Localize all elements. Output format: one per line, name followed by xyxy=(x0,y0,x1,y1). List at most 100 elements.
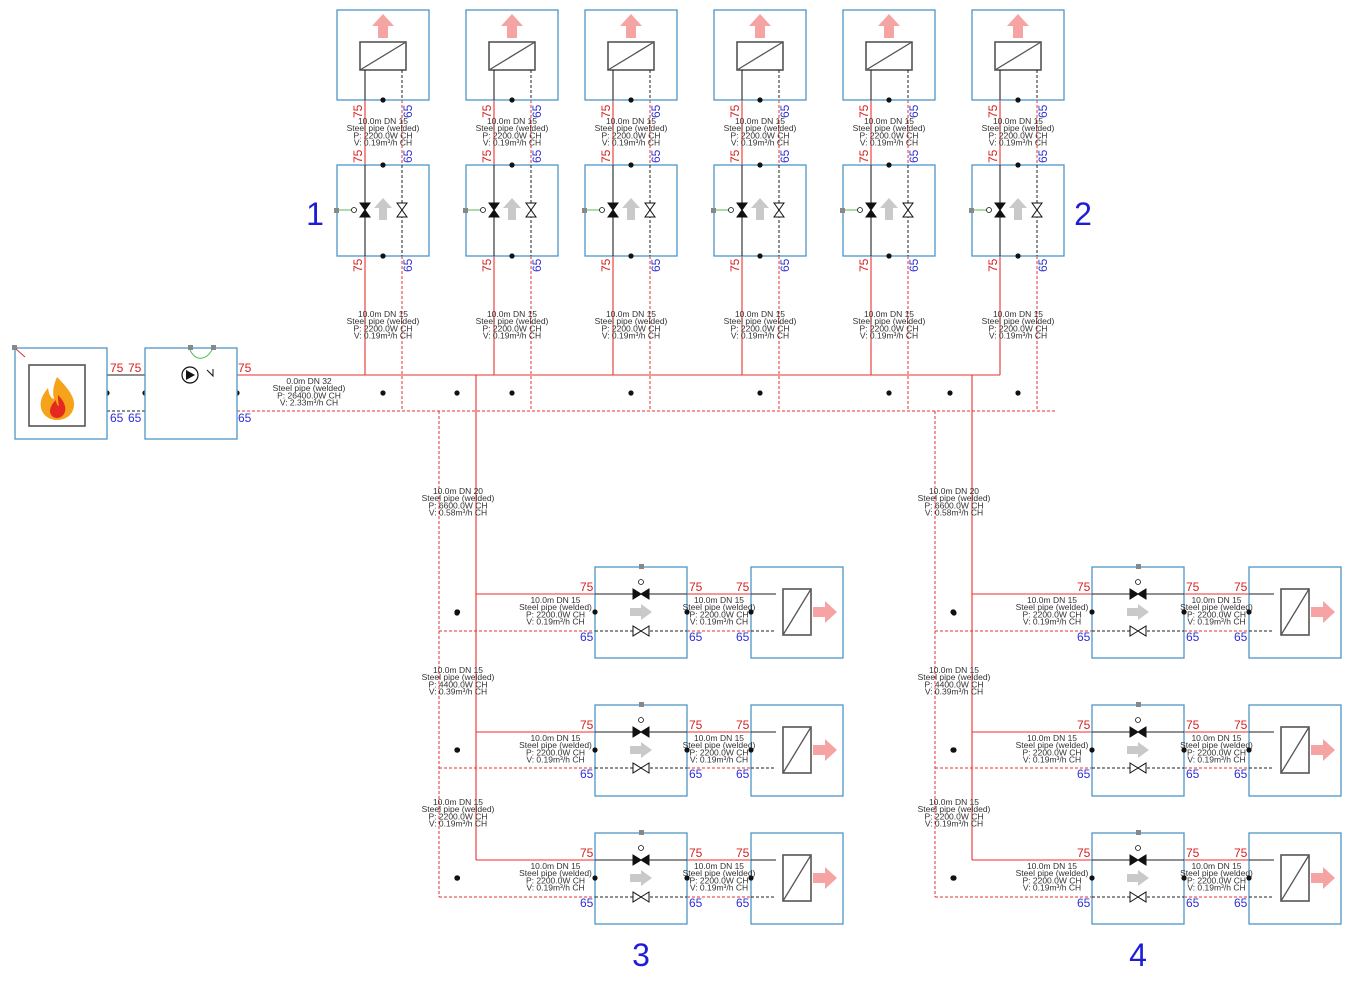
riser-label-2: 2 xyxy=(1074,196,1092,232)
pipe-label-line4: V: 0.19m³/h CH xyxy=(1187,883,1245,893)
heat-arrow-icon xyxy=(813,601,837,623)
junction-dot xyxy=(748,875,754,881)
return-temp: 65 xyxy=(128,411,142,425)
supply-temp: 75 xyxy=(857,104,871,118)
pipe-label-line4: V: 0.58m³/h CH xyxy=(925,508,983,518)
pipe-label-line2: Steel pipe (welded) xyxy=(918,493,991,503)
return-temp: 65 xyxy=(1036,149,1050,163)
supply-temp: 75 xyxy=(351,149,365,163)
pipe-label-line3: P: 2200.0W CH xyxy=(1022,747,1081,757)
supply-temp: 75 xyxy=(689,718,703,732)
supply-temp: 75 xyxy=(480,258,494,272)
junction-dot xyxy=(592,875,598,881)
branch-label-4: 4 xyxy=(1129,937,1147,973)
return-temp: 65 xyxy=(580,896,594,910)
junction-dot xyxy=(757,253,763,259)
pipe-label-line1: 10.0m DN 20 xyxy=(929,486,979,496)
pipe-label-line2: Steel pipe (welded) xyxy=(853,316,926,326)
junction-dot xyxy=(748,609,754,615)
supply-temp: 75 xyxy=(351,104,365,118)
pump-box[interactable] xyxy=(144,347,238,440)
pipe-label-line2: Steel pipe (welded) xyxy=(595,123,668,133)
pipe-label-line3: P: 2200.0W CH xyxy=(730,323,789,333)
pipe-label-line1: 10.0m DN 15 xyxy=(1191,733,1241,743)
pipe-label-line4: V: 0.19m³/h CH xyxy=(526,755,584,765)
junction-dot xyxy=(454,747,460,753)
supply-temp: 75 xyxy=(689,846,703,860)
return-temp: 65 xyxy=(1036,258,1050,272)
pipe-label-line4: V: 0.19m³/h CH xyxy=(731,331,789,341)
supply-temp: 75 xyxy=(728,104,742,118)
return-temp: 65 xyxy=(689,767,703,781)
flow-arrow-icon xyxy=(374,198,392,220)
flow-arrow-icon xyxy=(630,870,652,886)
supply-temp: 75 xyxy=(857,258,871,272)
heat-arrow-icon xyxy=(813,867,837,889)
valve-icon xyxy=(902,202,914,218)
pipe-label-line4: V: 0.19m³/h CH xyxy=(429,819,487,829)
pipe-label-line2: Steel pipe (welded) xyxy=(982,123,1055,133)
riser-label-1: 1 xyxy=(306,196,324,232)
flow-arrow-icon xyxy=(630,604,652,620)
pipe-label-line1: 10.0m DN 15 xyxy=(606,116,656,126)
return-temp: 65 xyxy=(530,104,544,118)
flow-arrow-icon xyxy=(630,742,652,758)
supply-temp: 75 xyxy=(736,580,750,594)
pipe-label-line4: V: 0.19m³/h CH xyxy=(1023,883,1081,893)
pipe-label-line1: 10.0m DN 15 xyxy=(993,116,1043,126)
junction-dot xyxy=(380,253,386,259)
pipe-label-line2: Steel pipe (welded) xyxy=(422,672,495,682)
valve-icon xyxy=(644,202,656,218)
pipe-label-line1: 10.0m DN 15 xyxy=(487,309,537,319)
junction-dot xyxy=(380,390,386,396)
valve-icon xyxy=(525,202,537,218)
heat-arrow-icon xyxy=(501,14,523,38)
pipe-label-line3: P: 2200.0W CH xyxy=(924,811,983,821)
pipe-label-line2: Steel pipe (welded) xyxy=(347,123,420,133)
return-temp: 65 xyxy=(110,411,124,425)
valve-icon xyxy=(632,588,650,600)
pipe-label-line4: V: 0.19m³/h CH xyxy=(354,138,412,148)
valve-icon xyxy=(607,202,619,218)
junction-dot xyxy=(947,390,953,396)
supply-temp: 75 xyxy=(736,846,750,860)
pipe-label-line1: 10.0m DN 15 xyxy=(993,309,1043,319)
valve-icon xyxy=(632,854,650,866)
pipe-label-line4: V: 0.19m³/h CH xyxy=(602,331,660,341)
return-temp: 65 xyxy=(1077,896,1091,910)
pipe-label-line1: 10.0m DN 15 xyxy=(433,665,483,675)
pipe-label-line3: P: 2200.0W CH xyxy=(988,130,1047,140)
return-temp: 65 xyxy=(1234,630,1248,644)
pipe-label-line3: P: 2200.0W CH xyxy=(1022,875,1081,885)
valve-icon xyxy=(1129,762,1147,774)
pipe-label-line1: 10.0m DN 15 xyxy=(358,309,408,319)
pipe-label-line1: 10.0m DN 15 xyxy=(358,116,408,126)
junction-dot xyxy=(757,162,763,168)
supply-temp: 75 xyxy=(986,258,1000,272)
pipe-label-line4: V: 0.19m³/h CH xyxy=(1187,617,1245,627)
pipe-label-line3: P: 6600.0W CH xyxy=(924,500,983,510)
supply-temp: 75 xyxy=(857,149,871,163)
pipe-label-line4: V: 0.19m³/h CH xyxy=(483,138,541,148)
pipe-label-line3: P: 6600.0W CH xyxy=(428,500,487,510)
supply-temp: 75 xyxy=(1077,718,1091,732)
junction-dot xyxy=(1015,253,1021,259)
return-temp: 65 xyxy=(649,149,663,163)
pipe-label-line3: P: 2200.0W CH xyxy=(482,130,541,140)
radiator-icon xyxy=(736,41,784,71)
junction-dot xyxy=(951,875,957,881)
junction-dot xyxy=(509,97,515,103)
supply-temp: 75 xyxy=(1077,846,1091,860)
junction-dot xyxy=(1015,162,1021,168)
supply-temp: 75 xyxy=(1186,846,1200,860)
